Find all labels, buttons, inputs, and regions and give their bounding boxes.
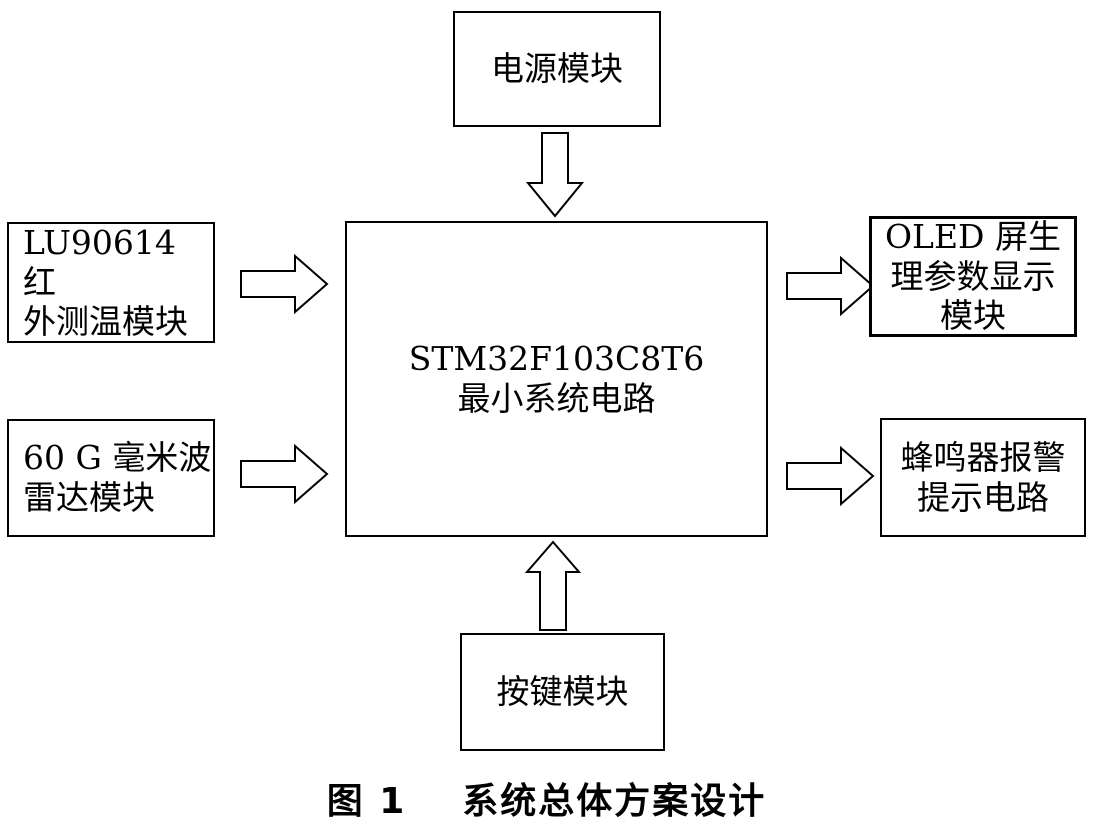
arrow-keys-to-mcu [524,540,582,631]
arrow-power-to-mcu [525,132,585,218]
arrow-ir-to-mcu [240,253,329,315]
radar-box: 60 G 毫米波 雷达模块 [7,419,215,537]
oled-box: OLED 屏生 理参数显示 模块 [869,216,1077,337]
buzzer-box: 蜂鸣器报警 提示电路 [880,418,1086,537]
figure-number: 图 1 [326,781,407,822]
buzzer-label: 蜂鸣器报警 提示电路 [900,437,1066,517]
oled-label: OLED 屏生 理参数显示 模块 [884,217,1061,336]
power-module-label: 电源模块 [491,49,623,89]
mcu-label: STM32F103C8T6 最小系统电路 [408,339,705,418]
arrow-mcu-to-buzzer [786,445,875,507]
figure-caption: 图 1 系统总体方案设计 [0,772,1093,824]
keys-module-label: 按键模块 [496,672,629,712]
arrow-radar-to-mcu [240,443,329,505]
ir-sensor-label: LU90614 红 外测温模块 [23,223,188,342]
keys-module-box: 按键模块 [460,633,665,751]
mcu-box: STM32F103C8T6 最小系统电路 [345,221,768,537]
arrow-mcu-to-oled [786,255,875,317]
radar-label: 60 G 毫米波 雷达模块 [23,438,212,517]
figure-title: 系统总体方案设计 [462,781,767,822]
power-module-box: 电源模块 [453,11,661,127]
ir-sensor-box: LU90614 红 外测温模块 [7,222,215,343]
